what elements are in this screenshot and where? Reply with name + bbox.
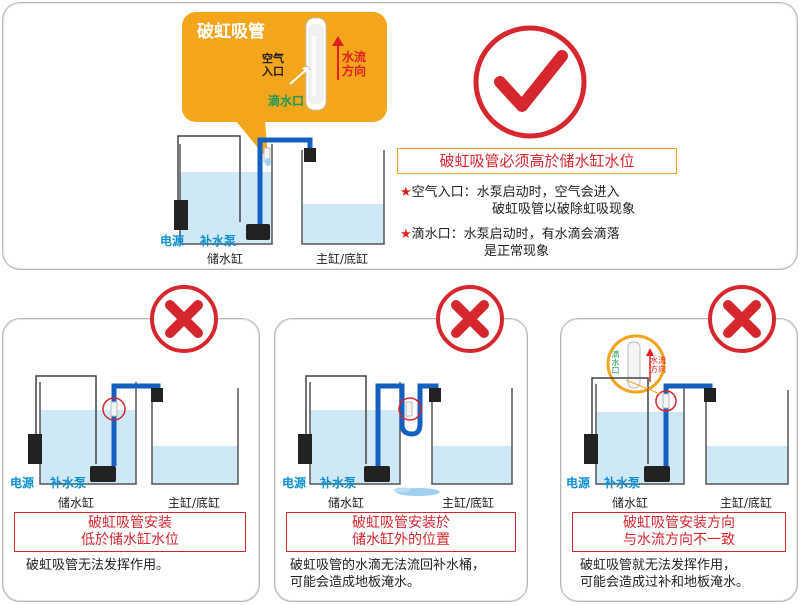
note-drip-outlet: ★滴水口：水泵启动时，有水滴会滴落 是正常现象 [400,227,620,259]
flow-direction-arrow-icon [332,36,344,80]
top-panel [2,2,798,270]
top-power-label: 电源 [160,234,185,248]
wrong-1-pump-label: 补水泵 [50,476,87,490]
wrong-3-flow-label: 水流 方向 [650,356,666,374]
wrong-2-pump-label: 补水泵 [320,476,357,490]
wrong-1-power-label: 电源 [10,476,35,490]
wrong-x-icon [708,285,776,353]
top-reservoir-label: 储水缸 [207,252,244,266]
top-correct-diagram [174,135,385,245]
wrong-3-power-label: 电源 [566,476,591,490]
wrong-2-power-label: 电源 [282,476,307,490]
wrong-2-description: 破虹吸管的水滴无法流回补水桶， 可能会造成地板淹水。 [290,558,486,590]
flow-label: 水流 方向 [342,50,367,78]
wrong-case-1-diagram [28,375,239,485]
wrong-3-drip-label: 滴水口 [611,350,620,374]
wrong-2-reason-box: 破虹吸管安装於 储水缸外的位置 [286,512,516,552]
top-main-tank-label: 主缸/底缸 [316,252,369,266]
air-inlet-pointer-icon [289,66,310,85]
wrong-3-reservoir-label: 储水缸 [612,496,649,510]
top-headline: 破虹吸管必须高於储水缸水位 [397,148,677,174]
callout-title: 破虹吸管 [197,22,265,42]
wrong-3-pump-label: 补水泵 [604,476,641,490]
wrong-3-reason-box: 破虹吸管安装方向 与水流方向不一致 [572,512,786,552]
wrong-1-description: 破虹吸管无法发挥作用。 [26,558,170,573]
top-pump-label: 补水泵 [200,234,237,248]
wrong-1-reason-box: 破虹吸管安装 低於储水缸水位 [14,512,246,552]
wrong-3-description: 破虹吸管就无法发挥作用， 可能会造成过补和地板淹水。 [580,558,750,590]
wrong-1-reservoir-label: 储水缸 [58,496,95,510]
wrong-case-3-diagram [584,377,789,485]
note-air-inlet: ★空气入口：水泵启动时，空气会进入 破虹吸管以破除虹吸现象 [400,185,636,217]
wrong-x-icon [150,285,218,353]
star-icon: ★ [400,227,412,242]
wrong-2-reservoir-label: 储水缸 [328,496,365,510]
wrong-x-icon [436,285,504,353]
air-inlet-label: 空气 入口 [262,52,284,78]
wrong-3-main-tank-label: 主缸/底缸 [720,496,773,510]
wrong-1-main-tank-label: 主缸/底缸 [168,496,221,510]
drip-outlet-label: 滴水口 [268,94,305,108]
wrong-case-2-diagram [298,375,513,496]
wrong-2-main-tank-label: 主缸/底缸 [442,496,495,510]
star-icon: ★ [400,185,412,200]
correct-check-icon [473,25,587,139]
